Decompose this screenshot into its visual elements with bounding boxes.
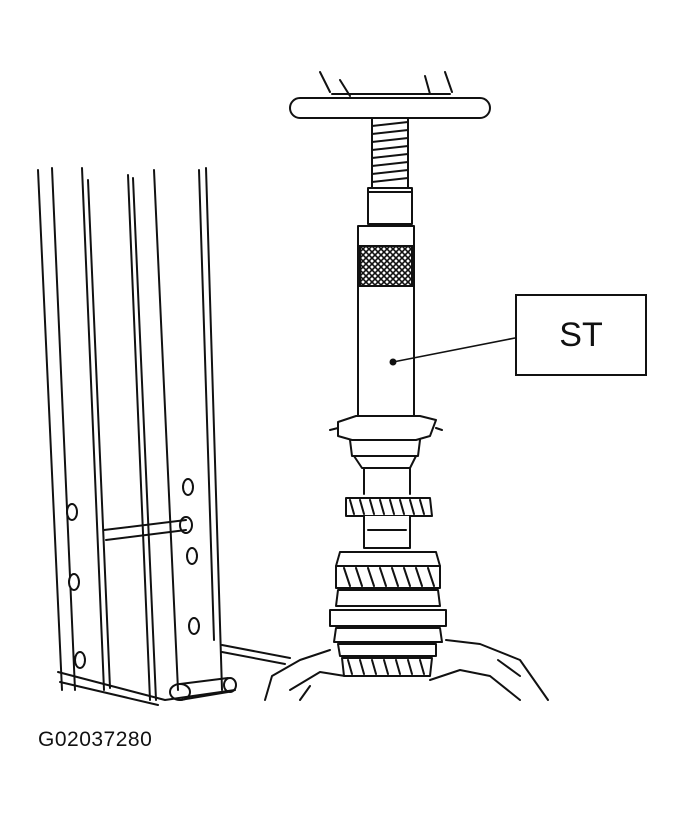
press-frame [37,167,291,706]
support-case [264,639,549,701]
special-tool-callout: ST [515,294,647,376]
threaded-screw [367,117,413,225]
special-tool [329,225,443,495]
callout-label: ST [559,315,603,354]
frame-holes [66,478,200,669]
callout-leader [392,337,516,363]
press-ram [289,71,491,119]
figure-code: G02037280 [38,728,153,751]
gear-stack [329,497,447,677]
